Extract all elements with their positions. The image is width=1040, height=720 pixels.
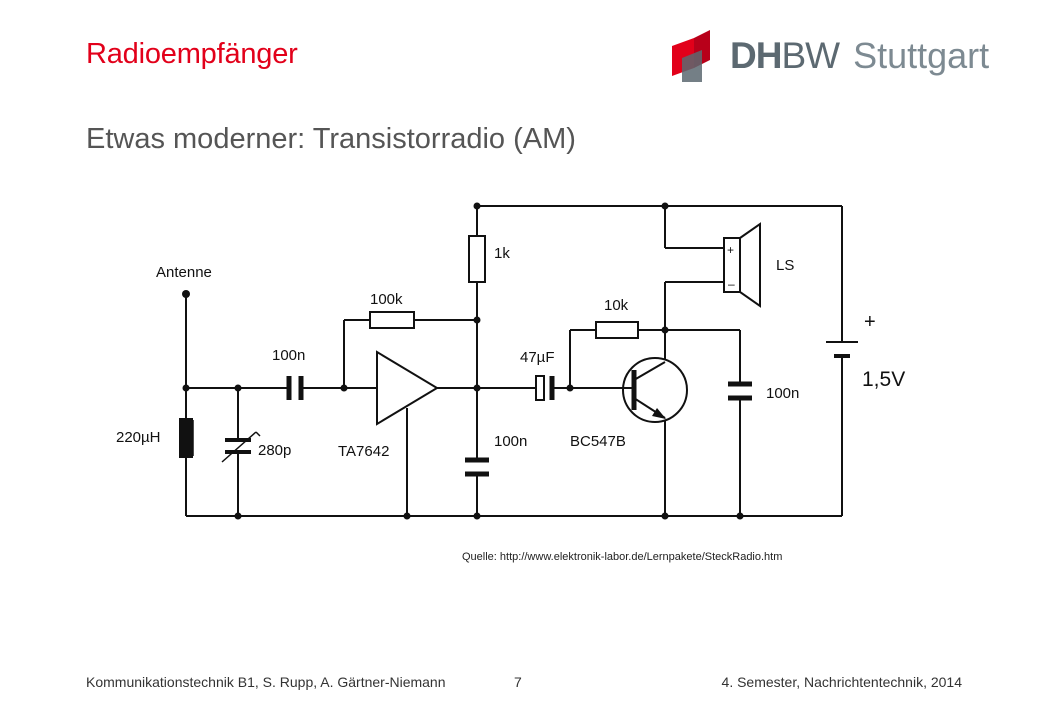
label-transistor: BC547B	[570, 433, 626, 450]
label-speaker-plus: +	[727, 243, 734, 257]
label-battery-voltage: 1,5V	[862, 368, 905, 391]
logo-part-dh: DH	[730, 35, 782, 76]
label-cap-coupling: 47µF	[520, 349, 555, 366]
source-note: Quelle: http://www.elektronik-labor.de/L…	[462, 551, 783, 563]
slide-title: Radioempfänger	[86, 38, 298, 70]
label-resistor-10k: 10k	[604, 297, 629, 314]
label-ic: TA7642	[338, 443, 389, 460]
label-cap-bypass: 100n	[494, 433, 527, 450]
label-feedback-resistor: 100k	[370, 291, 403, 308]
label-cap-input: 100n	[272, 347, 305, 364]
footer-semester: 4. Semester, Nachrichtentechnik, 2014	[721, 674, 962, 690]
footer-course: Kommunikationstechnik B1, S. Rupp, A. Gä…	[86, 674, 446, 690]
circuit-diagram: Antenne 220µH 280p 100n 100k TA7642 1k 1…	[116, 202, 905, 520]
label-resistor-1k: 1k	[494, 245, 510, 262]
label-battery-plus: +	[864, 311, 876, 333]
footer-page-number: 7	[514, 674, 522, 690]
logo-city: Stuttgart	[853, 35, 990, 76]
label-varcap: 280p	[258, 442, 291, 459]
label-speaker: LS	[776, 257, 794, 274]
label-inductor: 220µH	[116, 429, 161, 446]
slide-subtitle: Etwas moderner: Transistorradio (AM)	[86, 123, 576, 155]
dhbw-logo: DHBW Stuttgart	[668, 26, 998, 86]
dhbw-logo-mark-icon	[672, 30, 710, 82]
dhbw-logo-text: DHBW Stuttgart	[730, 34, 989, 78]
logo-part-bw: BW	[781, 35, 840, 76]
label-cap-right: 100n	[766, 385, 799, 402]
label-speaker-minus: –	[728, 277, 735, 291]
label-antenna: Antenne	[156, 264, 212, 281]
